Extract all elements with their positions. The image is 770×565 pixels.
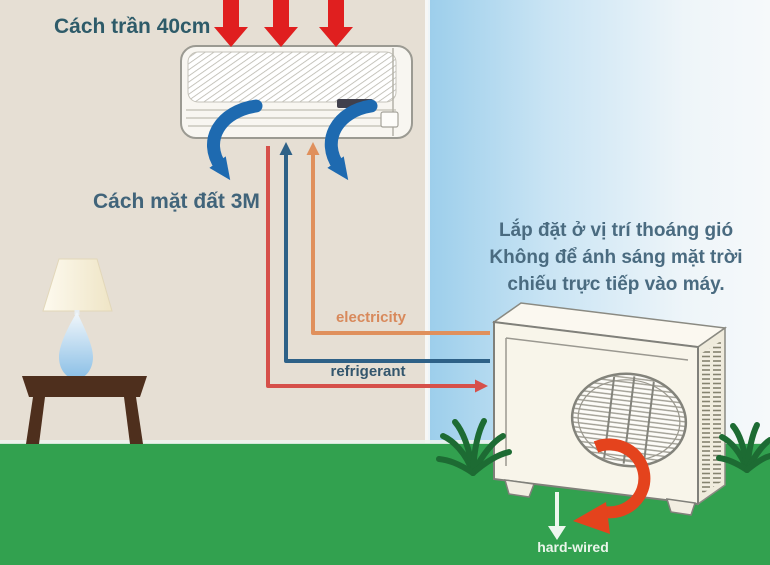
hard-wired-label: hard-wired: [537, 539, 609, 555]
front-panel-trim: [505, 337, 689, 466]
refrigerant-supply-line: [279, 142, 490, 363]
table-top: [22, 376, 147, 397]
side-vent-slats: [702, 348, 710, 494]
note-line-3: chiếu trực tiếp vào máy.: [507, 274, 725, 295]
fan-rotation-arrowhead: [573, 502, 610, 534]
fan-rotation-arc: [593, 438, 651, 519]
indicator-panel: [380, 111, 399, 128]
unit-foot-left: [503, 479, 536, 498]
down-arrow-icon: [214, 0, 248, 47]
down-arrow-icon: [319, 0, 353, 47]
side-table: [22, 376, 147, 444]
hard-wired-arrow-icon: [548, 492, 566, 540]
ceiling-clearance-label: Cách trần 40cm: [54, 15, 211, 38]
floor-clearance-label: Cách mặt đất 3M: [93, 190, 260, 213]
outdoor-placement-note: Lắp đặt ở vị trí thoáng gió Không để ánh…: [468, 217, 764, 298]
unit-foot-right: [665, 498, 696, 516]
refrigerant-return-line: [266, 146, 488, 393]
outdoor-unit: [491, 302, 728, 516]
wall-sky-divider: [425, 0, 430, 443]
plant-right: [716, 422, 770, 473]
plant-left: [436, 418, 512, 476]
refrigerant-label: refrigerant: [330, 363, 406, 380]
fan-rotation-arrow-icon: [573, 438, 651, 534]
note-line-2: Không để ánh sáng mặt trời: [489, 247, 743, 268]
curl-arrow-icon: [324, 99, 378, 181]
table-leg-right: [124, 397, 143, 444]
down-arrow-icon: [264, 0, 298, 47]
electricity-label: electricity: [335, 309, 407, 326]
note-line-1: Lắp đặt ở vị trí thoáng gió: [498, 220, 734, 241]
grass-edge-highlight: [0, 440, 770, 444]
electricity-line: [306, 142, 490, 335]
lamp-base: [59, 312, 93, 379]
warm-air-intake-arrows-icon: [214, 0, 353, 47]
cool-air-outlet-arrows-icon: [207, 99, 378, 181]
table-leg-left: [26, 397, 45, 444]
intake-grille: [187, 51, 397, 103]
curl-arrow-icon: [207, 99, 263, 181]
table-lamp: [42, 258, 113, 379]
side-vent-slats: [713, 341, 721, 487]
lamp-shade: [42, 258, 113, 312]
